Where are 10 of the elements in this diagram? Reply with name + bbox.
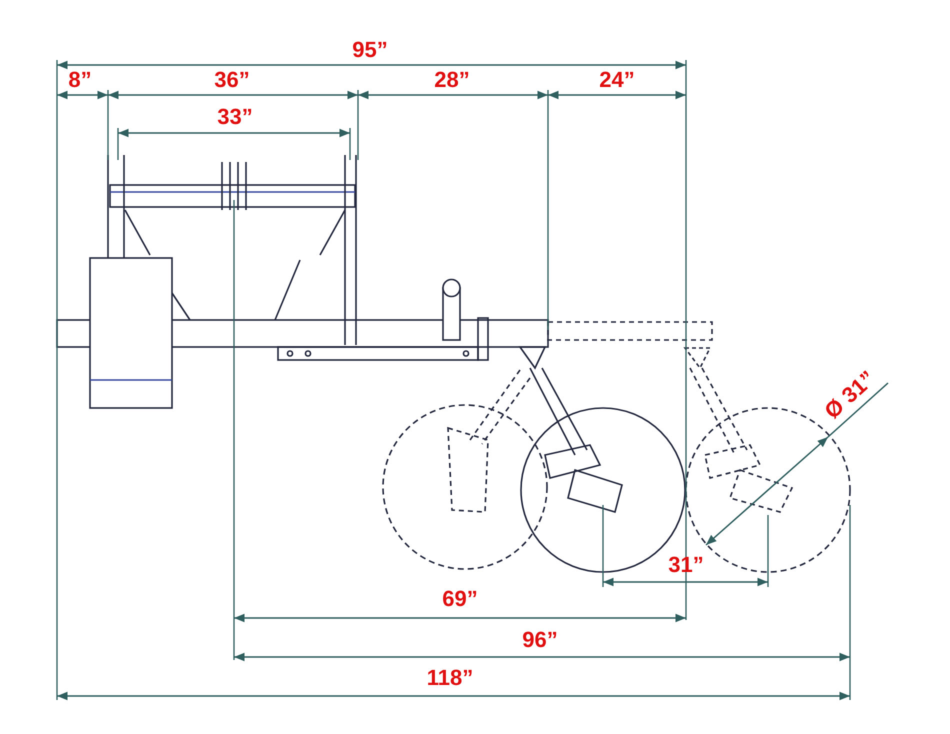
dimension-label: Ø 31” [820,366,880,424]
dimension-label: 69” [442,587,478,611]
dimension-label: 28” [434,68,470,92]
dimension-label: 36” [214,68,250,92]
dimension-label: 95” [352,38,388,62]
dimension-label: 8” [68,68,92,92]
dimension-label: 118” [426,666,474,690]
dimension-label: 96” [522,628,558,652]
dimension-label: 33” [217,105,253,129]
dimension-label: 24” [599,68,635,92]
